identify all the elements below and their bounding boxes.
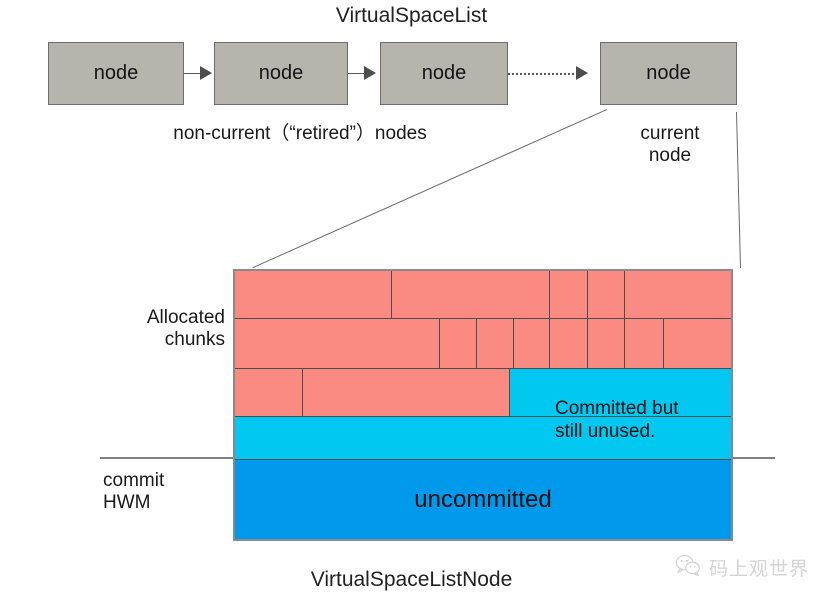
allocated-chunk-row-2 xyxy=(235,319,731,369)
list-node-4-current[interactable]: node xyxy=(600,42,737,105)
chunk-cell-r2-c6 xyxy=(588,319,625,369)
chunk-cell-r1-c3 xyxy=(550,271,589,319)
arrow-node3-node4-head xyxy=(576,66,588,80)
list-node-1[interactable]: node xyxy=(48,42,184,105)
arrow-node1-node2-head xyxy=(200,66,212,80)
chunk-cell-r3-c3 xyxy=(509,369,731,417)
chunk-cell-r1-c4 xyxy=(588,271,625,319)
watermark: 码上观世界 xyxy=(675,554,809,581)
wechat-bubble-icon xyxy=(675,554,701,581)
page-title-top: VirtualSpaceList xyxy=(335,4,488,27)
chunk-cell-r2-c2 xyxy=(440,319,478,369)
allocated-chunk-row-1 xyxy=(235,271,731,319)
label-commit-hwm: commit HWM xyxy=(103,470,165,514)
uncommitted-band: uncommitted xyxy=(235,459,731,539)
list-node-3[interactable]: node xyxy=(380,42,508,105)
arrow-node1-node2 xyxy=(184,73,202,74)
chunk-cell-r2-c5 xyxy=(550,319,589,369)
chunk-cell-r2-c3 xyxy=(477,319,514,369)
arrow-node2-node3 xyxy=(348,73,366,74)
chunk-cell-r2-c8 xyxy=(663,319,731,369)
allocated-chunk-row-3 xyxy=(235,369,731,417)
chunk-cell-r2-c7 xyxy=(624,319,664,369)
committed-unused-band xyxy=(235,417,731,459)
arrow-node2-node3-head xyxy=(364,66,376,80)
virtualspacelistnode-box: Committed but still unused. uncommitted xyxy=(233,269,733,541)
chunk-cell-r1-c1 xyxy=(235,271,392,319)
list-node-2[interactable]: node xyxy=(214,42,348,105)
chunk-cell-r2-c4 xyxy=(513,319,551,369)
list-node-2-label: node xyxy=(258,62,304,84)
label-uncommitted: uncommitted xyxy=(414,485,552,513)
list-node-4-label: node xyxy=(646,62,691,84)
label-allocated-chunks: Allocated chunks xyxy=(146,307,225,351)
chunk-cell-r1-c2 xyxy=(391,271,551,319)
chunk-cell-r3-c2 xyxy=(303,369,510,417)
list-node-3-label: node xyxy=(421,62,467,84)
caption-noncurrent-nodes: non-current（“retired”）nodes xyxy=(173,123,427,144)
chunk-cell-r3-c1 xyxy=(235,369,304,417)
label-committed-but-unused: Committed but still unused. xyxy=(555,398,679,443)
chunk-cell-r1-c5 xyxy=(624,271,731,319)
page-title-bottom: VirtualSpaceListNode xyxy=(310,568,513,591)
list-node-1-label: node xyxy=(93,62,139,84)
chunk-cell-r2-c1 xyxy=(235,319,441,369)
arrow-node3-node4 xyxy=(508,73,578,75)
caption-current-node: current node xyxy=(640,123,700,167)
watermark-text: 码上观世界 xyxy=(708,559,809,580)
